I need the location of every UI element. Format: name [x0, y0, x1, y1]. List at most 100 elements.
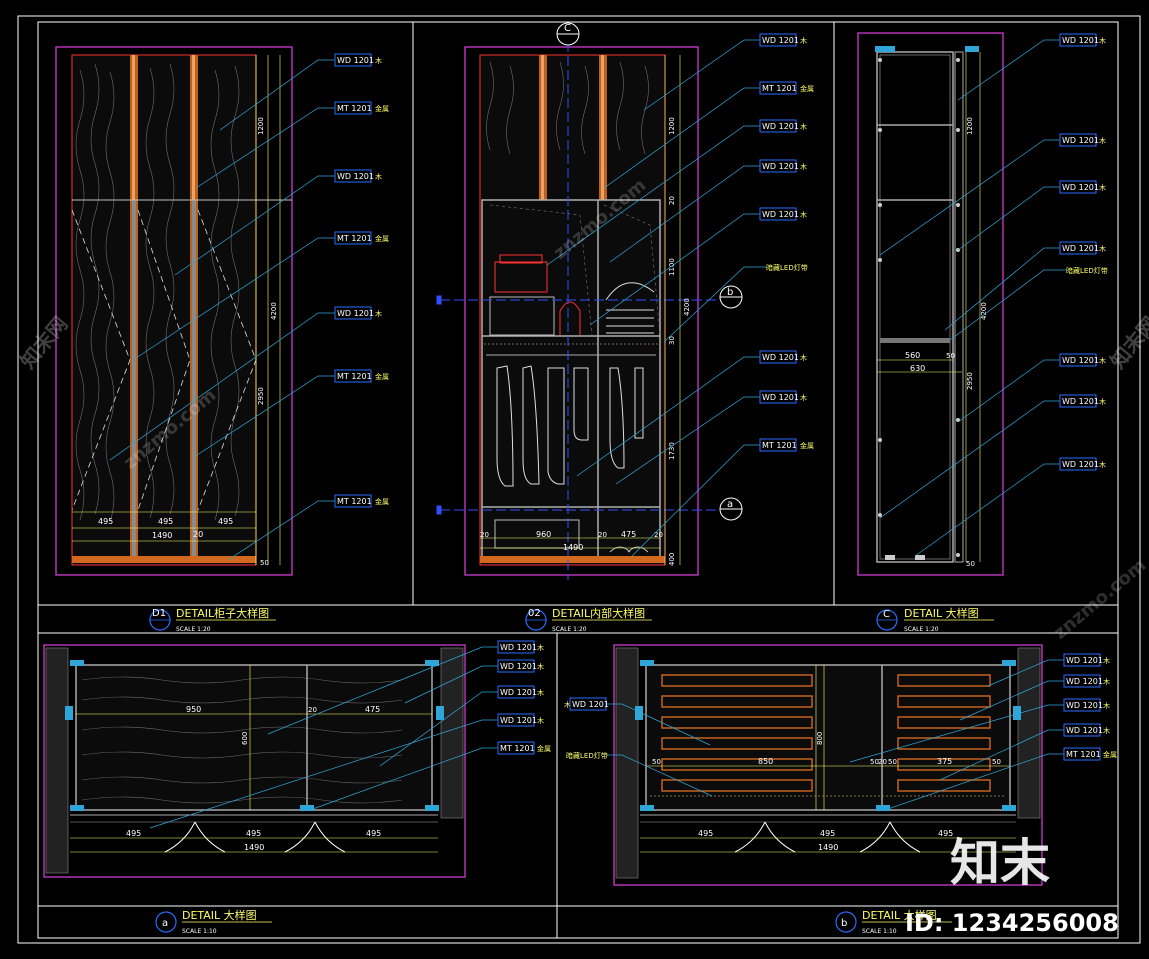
d1-tag-6: MT 1201: [337, 372, 372, 381]
a-dim-20: 20: [308, 706, 317, 714]
c-tag-4: WD 1201: [1062, 244, 1099, 253]
c-dimension-texts: 560 50 630 1200 4200 2950 50: [905, 117, 988, 568]
b-tag-4-note: 木: [1103, 726, 1110, 735]
c-tag-7-note: 木: [1099, 460, 1106, 469]
c-tag-3: WD 1201: [1062, 183, 1099, 192]
a-tag-3: WD 1201: [500, 688, 537, 697]
watermark-side-right: 知末网: [1105, 312, 1149, 373]
v02-dimension-lines: [480, 55, 681, 565]
v02-tag-2: MT 1201: [762, 84, 797, 93]
a-dim-1490: 1490: [244, 843, 264, 852]
a-dim-475: 475: [365, 705, 380, 714]
plan-b-door-swings: [734, 821, 921, 853]
v02-dim-20a: 20: [480, 531, 489, 539]
b-tag-3: WD 1201: [1066, 701, 1103, 710]
b-dim-800: 800: [816, 732, 824, 745]
d1-dim-495-3: 495: [218, 517, 233, 526]
c-tag-2-note: 木: [1099, 136, 1106, 145]
v02-tag-5: WD 1201: [762, 210, 799, 219]
a-title: DETAIL 大样图: [182, 908, 257, 922]
b-tag-4: WD 1201: [1066, 726, 1103, 735]
view-d1-cabinet-elevation: 495 495 495 1490 20 1200 4200 2950 50 WD…: [55, 46, 389, 633]
v02-bubble: 02: [528, 608, 541, 619]
d1-dim-4200: 4200: [270, 302, 278, 320]
b-dim-50c: 50: [888, 758, 897, 766]
d1-tag-3: WD 1201: [337, 172, 374, 181]
plan-a-dim-texts: 950 20 475 600 495 495 495 1490: [126, 705, 381, 852]
b-dim-495-2: 495: [820, 829, 835, 838]
d1-tag-1: WD 1201: [337, 56, 374, 65]
a-dim-950: 950: [186, 705, 201, 714]
v02-dim-400: 400: [668, 553, 676, 566]
b-tag-1: WD 1201: [1066, 656, 1103, 665]
v02-dim-1200: 1200: [668, 117, 676, 135]
a-dim-495-2: 495: [246, 829, 261, 838]
a-tag-2-note: 木: [537, 662, 544, 671]
a-tag-1: WD 1201: [500, 643, 537, 652]
c-dimension-lines: [877, 52, 981, 562]
d1-tag-2: MT 1201: [337, 104, 372, 113]
v02-dim-20c: 20: [654, 531, 663, 539]
b-tag-3-note: 木: [1103, 701, 1110, 710]
d1-dim-495-2: 495: [158, 517, 173, 526]
plan-a-door-swings: [164, 821, 346, 853]
v02-tag-2-note: 金属: [800, 84, 814, 93]
v02-tag-8-note: 金属: [800, 441, 814, 450]
v02-title: DETAIL内部大样图: [552, 606, 645, 620]
wood-grain-pattern: [75, 63, 240, 523]
b-left-tag: WD 1201: [572, 700, 609, 709]
v02-tag-6-note: 木: [800, 353, 807, 362]
v02-title-block: 02 DETAIL内部大样图 SCALE 1:20: [525, 606, 652, 633]
a-tag-5-note: 金属: [537, 744, 551, 753]
c-dim-630: 630: [910, 364, 925, 373]
c-scale: SCALE 1:20: [904, 626, 939, 633]
v02-tag-8: MT 1201: [762, 441, 797, 450]
a-tag-1-note: 木: [537, 643, 544, 652]
a-scale: SCALE 1:10: [182, 928, 217, 935]
d1-tag-6-note: 金属: [375, 372, 389, 381]
b-bubble: b: [841, 918, 847, 929]
v02-tag-1: WD 1201: [762, 36, 799, 45]
d1-tag-7: MT 1201: [337, 497, 372, 506]
d1-tag-3-note: 木: [375, 172, 382, 181]
v02-leaders: [546, 39, 766, 557]
v02-tag-1-note: 木: [800, 36, 807, 45]
a-tag-2: WD 1201: [500, 662, 537, 671]
v02-dim-1730: 1730: [668, 442, 676, 460]
view-c-section: 560 50 630 1200 4200 2950 50 WD 1201 木 W…: [857, 32, 1108, 633]
d1-dimension-texts: 495 495 495 1490 20 1200 4200 2950 50: [98, 117, 278, 567]
d1-dim-495-1: 495: [98, 517, 113, 526]
plan-a-dim-lines: [70, 665, 438, 853]
plan-b-hinges: [635, 660, 1021, 811]
section-a-label: a: [727, 499, 733, 510]
c-tag-6: WD 1201: [1062, 397, 1099, 406]
c-tag-7: WD 1201: [1062, 460, 1099, 469]
c-tag-1: WD 1201: [1062, 36, 1099, 45]
plan-a-tags: WD 1201 木 WD 1201 木 WD 1201 木 WD 1201 木 …: [497, 640, 551, 755]
d1-title-block: D1 DETAIL柜子大样图 SCALE 1:20: [149, 606, 276, 633]
a-dim-495-3: 495: [366, 829, 381, 838]
watermark-site-3: znzmo.com: [1050, 555, 1149, 644]
b-title: DETAIL 大样图: [862, 908, 937, 922]
c-title-block: C DETAIL 大样图 SCALE 1:20: [876, 606, 994, 633]
d1-dim-2950: 2950: [257, 387, 265, 405]
v02-scale: SCALE 1:20: [552, 626, 587, 633]
v02-dim-20b: 20: [598, 531, 607, 539]
b-scale: SCALE 1:10: [862, 928, 897, 935]
b-led-label: 暗藏LED灯带: [566, 751, 608, 760]
c-dim-560: 560: [905, 351, 920, 360]
interior-carcass: [481, 199, 661, 563]
v02-tag-4: WD 1201: [762, 162, 799, 171]
c-tag-6-note: 木: [1099, 397, 1106, 406]
c-title: DETAIL 大样图: [904, 606, 979, 620]
b-tag-2: WD 1201: [1066, 677, 1103, 686]
view-a-plan-detail: 950 20 475 600 495 495 495 1490 WD 1201 …: [43, 640, 551, 935]
b-dim-1490: 1490: [818, 843, 838, 852]
metal-strips: [130, 55, 198, 560]
d1-dim-1490: 1490: [152, 531, 172, 540]
plan-b-tags: WD 1201 木 WD 1201 木 WD 1201 木 WD 1201 木 …: [1063, 653, 1117, 761]
plan-b-left-labels: 木 WD 1201 暗藏LED灯带: [564, 697, 609, 760]
d1-tag-7-note: 金属: [375, 497, 389, 506]
v02-dim-960: 960: [536, 530, 551, 539]
plan-b-vertical-dims: [815, 665, 825, 810]
